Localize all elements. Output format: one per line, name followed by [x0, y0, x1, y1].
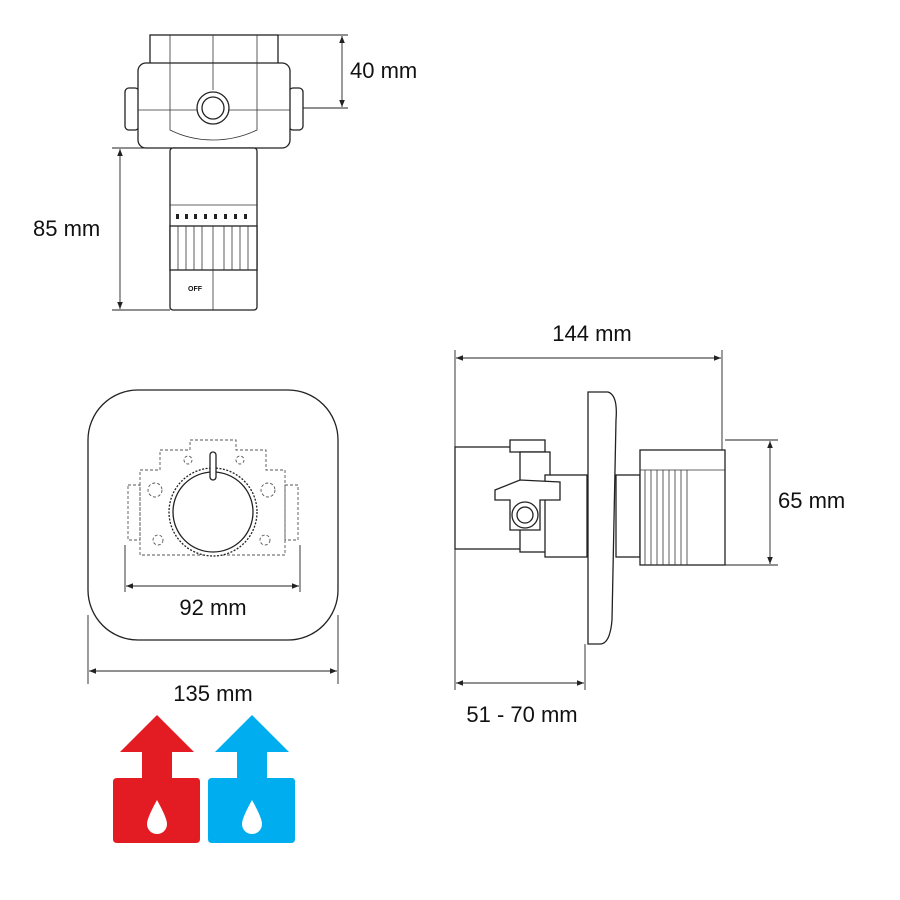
top-view — [124, 34, 304, 311]
dim-side-wall-depth: 51 - 70 mm — [466, 702, 578, 727]
dimension-lines-top — [112, 34, 348, 311]
cold-water-icon — [208, 715, 295, 843]
side-view — [454, 350, 778, 690]
dim-side-knob-height: 65 mm — [778, 488, 846, 513]
dim-top-depth: 40 mm — [350, 58, 418, 83]
dim-top-stem: 85 mm — [33, 216, 101, 241]
knob-off-label: OFF — [188, 286, 202, 293]
dim-front-plate-width: 135 mm — [173, 681, 253, 706]
dim-side-total-depth: 144 mm — [552, 321, 632, 346]
hot-water-icon — [113, 715, 200, 843]
dial-scale-marks — [176, 214, 247, 219]
front-view — [87, 389, 339, 684]
dim-front-body-width: 92 mm — [179, 595, 247, 620]
